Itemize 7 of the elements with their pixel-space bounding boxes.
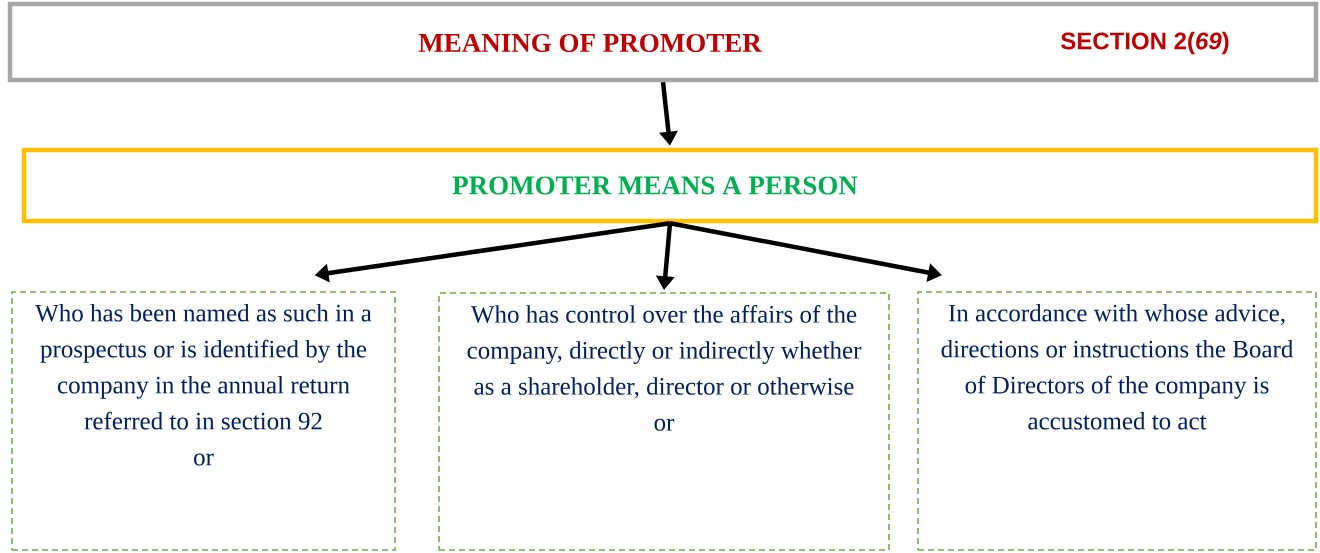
text-card: Who has been named as such in a prospectus or is identified by the company in the annual return referred to in section 92 or — [11, 291, 396, 551]
text-card: Who has control over the affairs of the company, directly or indirectly whether as a shareholder, director or otherwise or — [438, 292, 890, 551]
title-box — [7, 1, 1319, 83]
heading-box: PROMOTER MEANS A PERSON — [21, 147, 1319, 224]
section-reference: SECTION 2(69) — [1061, 31, 1229, 55]
title-text: MEANING OF PROMOTER — [418, 33, 762, 53]
text-card: In accordance with whose advice, directions or instructions the Board of Directors of the company is accustomed to act — [917, 291, 1317, 551]
